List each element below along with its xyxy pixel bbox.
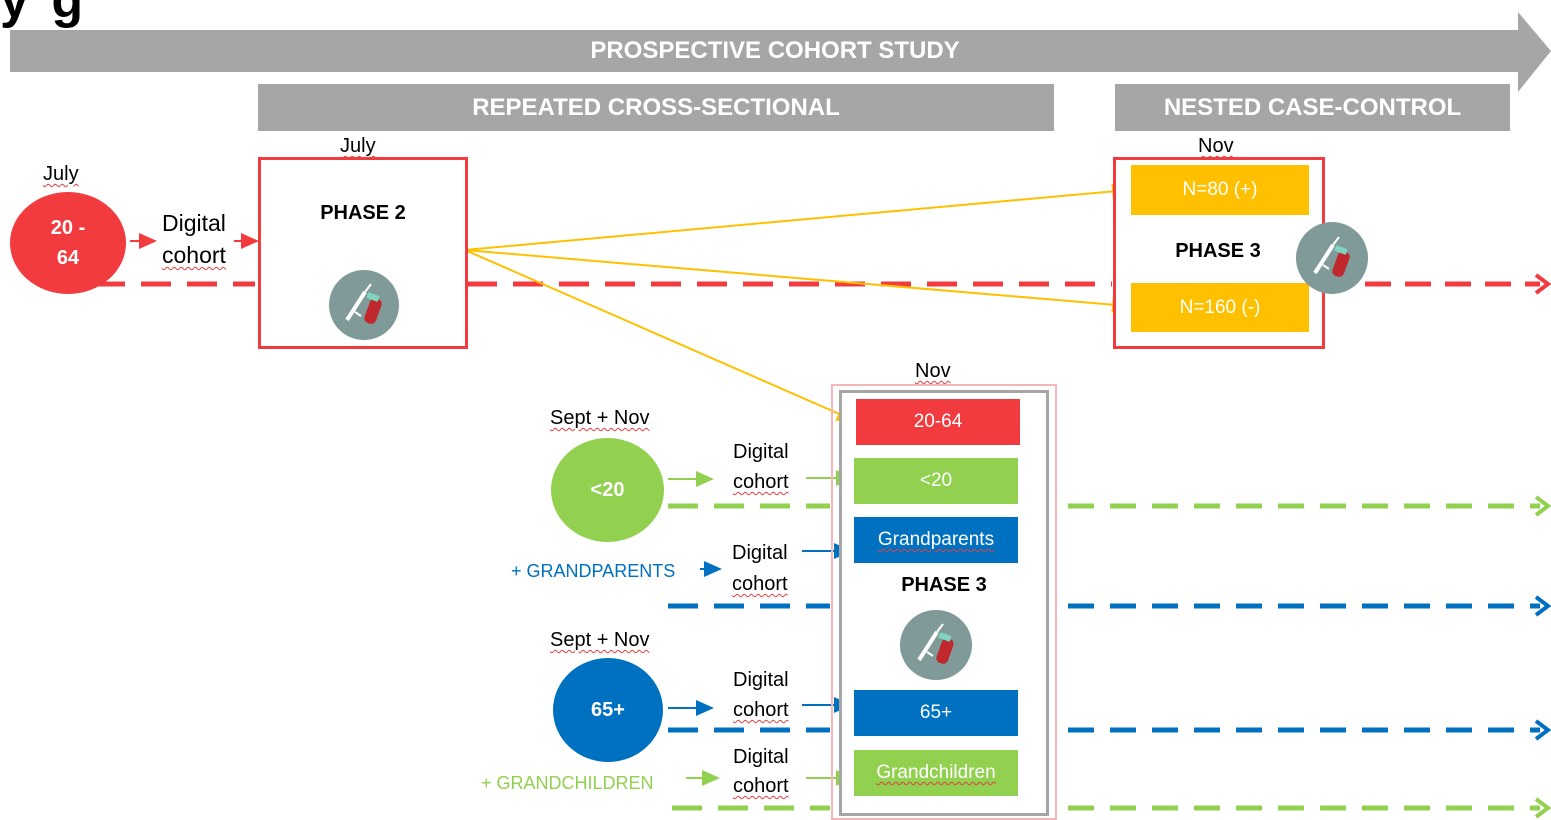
row-65-plus: 65+ <box>854 690 1018 736</box>
phase2-box: PHASE 2 <box>258 157 468 349</box>
phase3-top-title: PHASE 3 <box>1175 240 1261 262</box>
repeated-cross-sectional-bar: REPEATED CROSS-SECTIONAL <box>258 84 1054 131</box>
under-20-circle-label: <20 <box>590 479 625 501</box>
grandchildren-label: + GRANDCHILDREN <box>481 773 654 793</box>
over-65-circle-label: 65+ <box>591 699 625 721</box>
elderly-month: Sept + Nov <box>550 629 650 651</box>
grandchildren-cohort-label: cohort <box>733 775 789 797</box>
row-grandchildren: Grandchildren <box>854 750 1018 796</box>
grandchildren-digital-label: Digital <box>733 746 789 768</box>
grandparents-digital-label: Digital <box>732 542 788 564</box>
nested-case-control-bar: NESTED CASE-CONTROL <box>1115 84 1510 131</box>
row-grandparents: Grandparents <box>854 517 1018 563</box>
blood-sample-icon <box>1296 222 1368 294</box>
age-20-64-line2: 64 <box>56 247 80 269</box>
positive-cases-box: N=80 (+) <box>1131 165 1309 215</box>
row-under-20: <20 <box>854 458 1018 504</box>
age-20-64-circle: 20 - 64 <box>10 192 126 294</box>
elderly-cohort-label: cohort <box>733 699 789 721</box>
phase3-bottom-month: Nov <box>915 360 951 382</box>
row-20-64: 20-64 <box>856 399 1020 445</box>
phase3-bottom-title: PHASE 3 <box>901 574 987 596</box>
over-65-circle: 65+ <box>553 658 663 762</box>
negative-controls-box: N=160 (-) <box>1131 283 1309 332</box>
phase3-top-month: Nov <box>1198 135 1234 157</box>
young-digital-label: Digital <box>733 441 789 463</box>
start-digital-label: Digital <box>162 210 226 236</box>
age-20-64-line1: 20 - <box>50 217 86 239</box>
young-cohort-label: cohort <box>733 471 789 493</box>
phase2-month: July <box>340 135 376 157</box>
under-20-circle: <20 <box>551 438 664 542</box>
phase2-title: PHASE 2 <box>320 202 406 224</box>
blood-sample-icon <box>900 610 972 680</box>
elderly-digital-label: Digital <box>733 669 789 691</box>
partial-title: y g <box>0 0 88 29</box>
grandparents-cohort-label: cohort <box>732 573 788 595</box>
grandparents-label: + GRANDPARENTS <box>511 561 676 581</box>
start-month: July <box>43 163 79 185</box>
prospective-cohort-label: PROSPECTIVE COHORT STUDY <box>590 37 960 64</box>
start-cohort-label: cohort <box>162 242 226 268</box>
young-month: Sept + Nov <box>550 407 650 429</box>
blood-sample-icon <box>329 270 399 340</box>
